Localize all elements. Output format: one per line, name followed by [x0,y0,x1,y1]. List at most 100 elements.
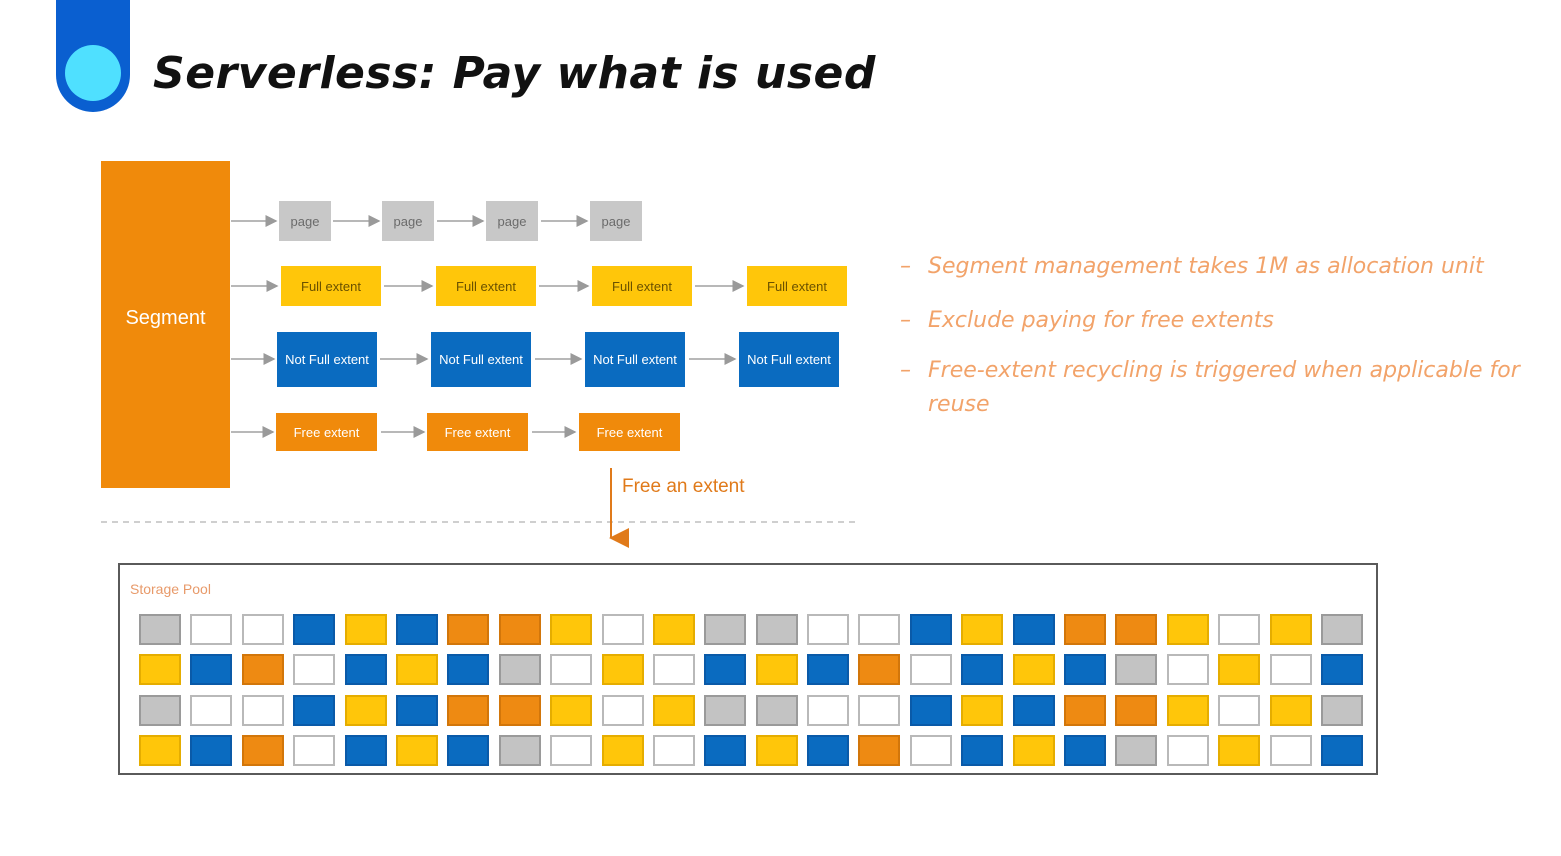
storage-block [961,654,1004,686]
storage-block [1166,734,1209,766]
storage-block [704,694,747,726]
free-extent-box: Free extent [276,413,377,451]
storage-block [344,654,387,686]
bullet-item: –Segment management takes 1M as allocati… [900,250,1530,284]
full-extent-box: Full extent [281,266,381,306]
bullet-text: Segment management takes 1M as allocatio… [928,254,1484,279]
storage-block [1166,614,1209,645]
storage-block [652,614,695,645]
full-extent-box: Full extent [436,266,536,306]
storage-block [241,734,284,766]
page-box: page [590,201,642,241]
storage-block [293,734,336,766]
storage-block [1320,654,1363,686]
storage-block [755,614,798,645]
storage-block [1320,614,1363,645]
storage-block [1115,654,1158,686]
storage-block [961,614,1004,645]
storage-block [241,654,284,686]
storage-block [807,614,850,645]
storage-block [1012,734,1055,766]
storage-block [139,614,181,645]
free-extent-box: Free extent [579,413,680,451]
logo-mark [56,0,130,112]
full-extent-box: Full extent [592,266,692,306]
segment-label: Segment [125,307,206,329]
storage-block [498,734,541,766]
storage-block [1115,614,1158,645]
storage-block [961,694,1004,726]
storage-block [1269,654,1312,686]
storage-block [1012,694,1055,726]
storage-block [755,734,798,766]
storage-block [704,654,747,686]
free-an-extent-label: Free an extent [622,476,745,497]
storage-block [1218,734,1261,766]
storage-block [1064,734,1107,766]
storage-block [909,614,952,645]
not-full-extent-box: Not Full extent [431,332,531,387]
storage-block [601,614,644,645]
free-extent-box: Free extent [427,413,528,451]
full-extent-box: Full extent [747,266,847,306]
storage-block [652,734,695,766]
page-box: page [279,201,331,241]
storage-block [1269,734,1312,766]
storage-pool: Storage Pool [118,563,1378,775]
storage-block [1320,694,1363,726]
storage-block [447,694,490,726]
storage-block [447,614,490,645]
storage-block [1064,654,1107,686]
storage-block [344,734,387,766]
storage-block [1320,734,1363,766]
storage-block [344,614,387,645]
storage-block [909,654,952,686]
storage-block [241,694,284,726]
storage-block [550,694,593,726]
storage-block [1269,694,1312,726]
storage-pool-grid [139,614,1363,766]
storage-block [704,614,747,645]
storage-block [858,734,901,766]
storage-block [755,654,798,686]
storage-block [807,654,850,686]
storage-block [498,694,541,726]
storage-block [704,734,747,766]
storage-block [139,734,181,766]
storage-block [909,734,952,766]
not-full-extent-box: Not Full extent [739,332,839,387]
storage-block [190,614,233,645]
storage-block [550,614,593,645]
storage-block [190,734,233,766]
storage-block [293,614,336,645]
page-title: Serverless: Pay what is used [153,48,876,99]
bullet-marker: – [900,308,911,333]
segment-block: Segment [101,161,230,488]
storage-block [344,694,387,726]
storage-block [601,654,644,686]
page-box: page [382,201,434,241]
storage-block [1166,654,1209,686]
storage-block [858,614,901,645]
storage-block [1218,654,1261,686]
storage-block [293,654,336,686]
storage-block [395,734,438,766]
storage-block [807,734,850,766]
storage-block [1064,694,1107,726]
bullet-text: Free-extent recycling is triggered when … [928,358,1520,417]
storage-block [190,694,233,726]
storage-block [241,614,284,645]
storage-block [1218,614,1261,645]
storage-block [447,734,490,766]
storage-block [755,694,798,726]
page-box: page [486,201,538,241]
storage-block [550,654,593,686]
bullet-list: – Segment management takes 1M as allocati… [900,250,1530,442]
storage-block [1012,614,1055,645]
storage-block [807,694,850,726]
storage-block [1115,694,1158,726]
storage-block [1166,694,1209,726]
storage-block [1012,654,1055,686]
storage-block [858,654,901,686]
